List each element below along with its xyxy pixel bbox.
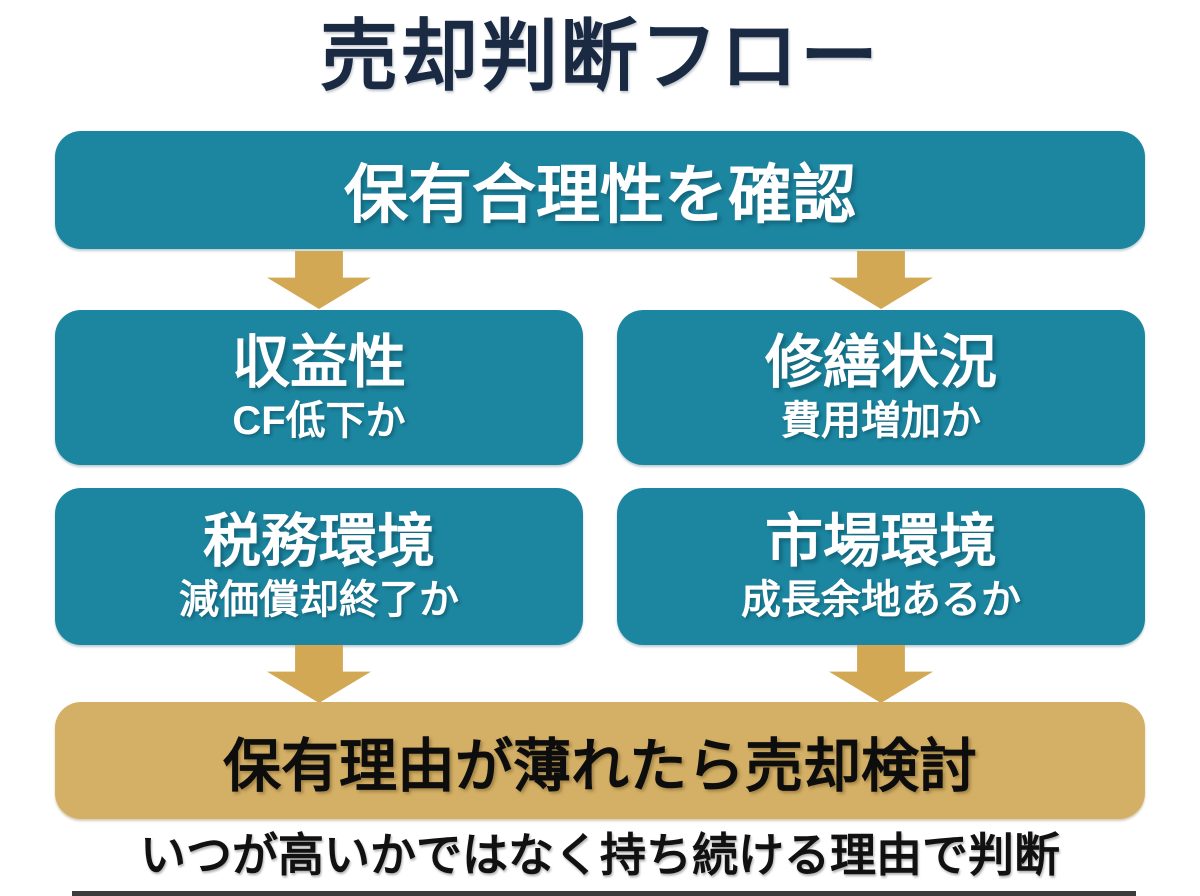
footer-note: いつが高いかではなく持ち続ける理由で判断	[140, 829, 1060, 881]
decision-box-market-environment: 市場環境 成長余地あるか	[617, 488, 1145, 645]
decision-box-subtitle: 減価償却終了か	[179, 577, 459, 622]
decision-box-subtitle: CF低下か	[232, 398, 406, 443]
decision-box-title: 収益性	[231, 330, 406, 396]
decision-box-profitability: 収益性 CF低下か	[55, 310, 583, 465]
top-banner: 保有合理性を確認	[55, 131, 1145, 249]
arrow-down-icon	[267, 645, 371, 703]
arrow-down-icon	[829, 645, 933, 703]
cropped-text-edge	[72, 891, 1136, 896]
bottom-banner-label: 保有理由が薄れたら売却検討	[222, 733, 977, 799]
decision-box-title: 市場環境	[764, 509, 997, 575]
top-banner-label: 保有合理性を確認	[344, 159, 856, 231]
decision-box-repair-status: 修繕状況 費用増加か	[617, 310, 1145, 465]
decision-box-subtitle: 成長余地あるか	[741, 577, 1021, 622]
decision-box-title: 修繕状況	[764, 330, 997, 396]
bottom-banner: 保有理由が薄れたら売却検討	[55, 702, 1145, 819]
arrow-down-icon	[267, 251, 371, 309]
page-title: 売却判断フロー	[319, 12, 880, 100]
decision-box-subtitle: 費用増加か	[781, 398, 981, 443]
arrow-down-icon	[829, 251, 933, 309]
decision-box-tax-environment: 税務環境 減価償却終了か	[55, 488, 583, 645]
decision-box-title: 税務環境	[202, 509, 435, 575]
